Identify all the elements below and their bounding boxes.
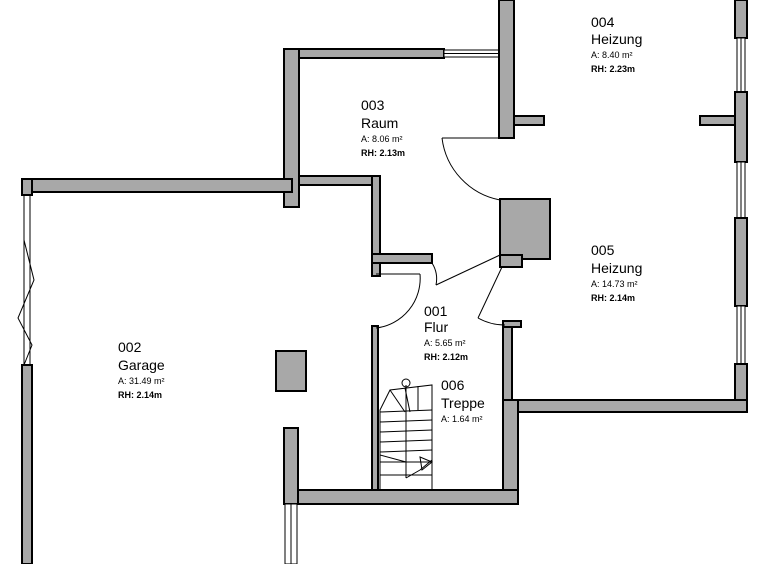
room-label-005: 005 Heizung A: 14.73 m² RH: 2.14m [591,242,642,303]
wall-raum-heizung [498,0,515,139]
door-flur-heizung [477,266,506,326]
window-right-upper [736,37,746,93]
room-number: 004 [591,14,615,30]
room-label-006: 006 Treppe A: 1.64 m² [441,377,485,424]
room-area: A: 8.06 m² [361,134,403,144]
wall-garage-inner-lower [283,427,299,505]
window-bottom [284,503,298,564]
room-name: Treppe [441,395,485,411]
door-garage-flur [375,273,421,329]
wall-flur-right [502,320,513,413]
room-height: RH: 2.14m [118,390,162,400]
wall-heizung-bottom-stub [513,115,545,126]
room-area: A: 14.73 m² [591,279,638,289]
room-number: 001 [424,303,448,319]
wall-stair-bottom [283,489,519,505]
window-right-lower [736,305,746,365]
garage-pillar [275,350,307,392]
stair [379,378,433,490]
room-name: Garage [118,357,165,373]
room-area: A: 5.65 m² [424,338,466,348]
room-height: RH: 2.12m [424,352,468,362]
garage-door-left [17,195,35,366]
room-label-002: 002 Garage A: 31.49 m² RH: 2.14m [118,339,165,400]
room-label-001: 001 Flur A: 5.65 m² RH: 2.12m [424,303,468,362]
room-height: RH: 2.14m [591,293,635,303]
wall-raum-bottom [298,175,379,186]
room-number: 002 [118,339,142,355]
room-name: Heizung [591,260,642,276]
chimney [499,198,551,260]
wall-garage-left-bottom [21,364,33,564]
door-raum-heizung [441,137,514,201]
chimney-stub [499,254,523,268]
room-name: Heizung [591,31,642,47]
room-area: A: 8.40 m² [591,50,633,60]
wall-stair-right [502,399,519,505]
room-name: Flur [424,319,448,335]
door-flur-raum [431,254,501,286]
wall-raum-left [283,48,300,208]
wall-flur-right-stub [502,320,522,328]
wall-flur-upper-left [371,175,381,277]
room-height: RH: 2.23m [591,64,635,74]
room-number: 006 [441,377,465,393]
wall-right-middle [734,91,748,163]
wall-flur-upper-stub [371,253,433,264]
wall-garage-left-top [21,178,33,196]
window-raum-top [443,49,500,58]
room-label-004: 004 Heizung A: 8.40 m² RH: 2.23m [591,14,642,74]
room-height: RH: 2.13m [361,148,405,158]
wall-heizung-divider [699,115,736,126]
wall-heizung-bottom [504,399,748,413]
room-number: 003 [361,97,385,113]
wall-right-lower [734,217,748,307]
room-label-003: 003 Raum A: 8.06 m² RH: 2.13m [361,97,405,158]
wall-right-upper [734,0,748,39]
wall-garage-top [21,178,293,193]
wall-flur-left [371,325,379,491]
wall-raum-top [283,48,445,59]
room-area: A: 31.49 m² [118,376,165,386]
room-area: A: 1.64 m² [441,414,483,424]
room-name: Raum [361,115,398,131]
room-number: 005 [591,242,615,258]
window-right-middle [736,161,746,219]
